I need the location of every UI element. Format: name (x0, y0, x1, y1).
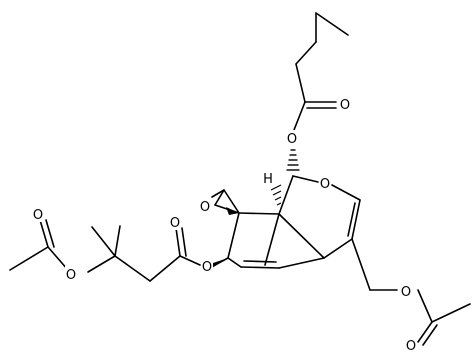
carbonyl-oxygen-label: O (170, 216, 180, 231)
acetate-oxygen-label: O (401, 285, 411, 300)
epoxide-oxygen-label: O (200, 200, 210, 215)
bond (9, 246, 49, 271)
atom-label-o: O (405, 337, 417, 354)
atom-label-h: H (262, 170, 274, 187)
atom-label-o: O (286, 130, 298, 147)
atom-label-o: O (319, 175, 331, 192)
bond (223, 189, 240, 214)
bond (295, 63, 306, 103)
bond (431, 303, 471, 323)
bond (149, 255, 181, 282)
bond (292, 175, 319, 183)
bond (351, 238, 371, 291)
bond (315, 12, 349, 36)
atom-labels: O O O H O O O O (32, 96, 417, 354)
ester-oxygen-label: O (287, 132, 297, 147)
bond (214, 189, 225, 206)
atom-label-o: O (65, 266, 77, 283)
wedge-bond (226, 207, 239, 215)
stereo-hydrogen-label: H (263, 172, 273, 187)
bond (39, 219, 49, 248)
bond (243, 260, 277, 263)
bond (179, 255, 201, 266)
bond (87, 255, 116, 273)
atom-label-o: O (199, 198, 211, 215)
atom-label-o: O (201, 258, 213, 275)
bond (293, 101, 306, 131)
atom-label-o: O (169, 214, 181, 231)
bond (347, 202, 356, 237)
atom-label-o: O (339, 96, 351, 113)
bond (181, 227, 187, 257)
hashed-bond (270, 184, 282, 206)
acetoxy-oxygen-label: O (66, 268, 76, 283)
stereo-wedges (210, 184, 282, 268)
bond (351, 199, 361, 240)
bond (47, 246, 69, 271)
ring-oxygen-label: O (320, 177, 330, 192)
bond (264, 213, 280, 266)
bond (114, 225, 121, 257)
bond (417, 289, 433, 323)
ester-oxygen-label: O (202, 260, 212, 275)
bond (238, 212, 280, 215)
bond (331, 184, 361, 201)
bond (114, 255, 151, 282)
wedge-bond (210, 258, 228, 268)
bond (323, 238, 353, 259)
bond (278, 175, 294, 215)
hashed-bond (286, 144, 300, 171)
atom-label-o: O (400, 283, 412, 300)
carbonyl-oxygen-label: O (33, 208, 43, 223)
bond (278, 213, 325, 259)
carbonyl-oxygen-label: O (406, 339, 416, 354)
atom-label-o: O (32, 206, 44, 223)
bond (417, 321, 433, 343)
bond (295, 41, 317, 65)
bond (211, 189, 225, 198)
bond (45, 219, 55, 248)
bond (422, 324, 438, 346)
bond (91, 226, 116, 257)
bond (278, 257, 325, 269)
bond (227, 257, 242, 268)
bond (240, 266, 280, 269)
bond (227, 212, 240, 259)
bond (175, 227, 181, 257)
carbonyl-oxygen-label: O (340, 98, 350, 113)
